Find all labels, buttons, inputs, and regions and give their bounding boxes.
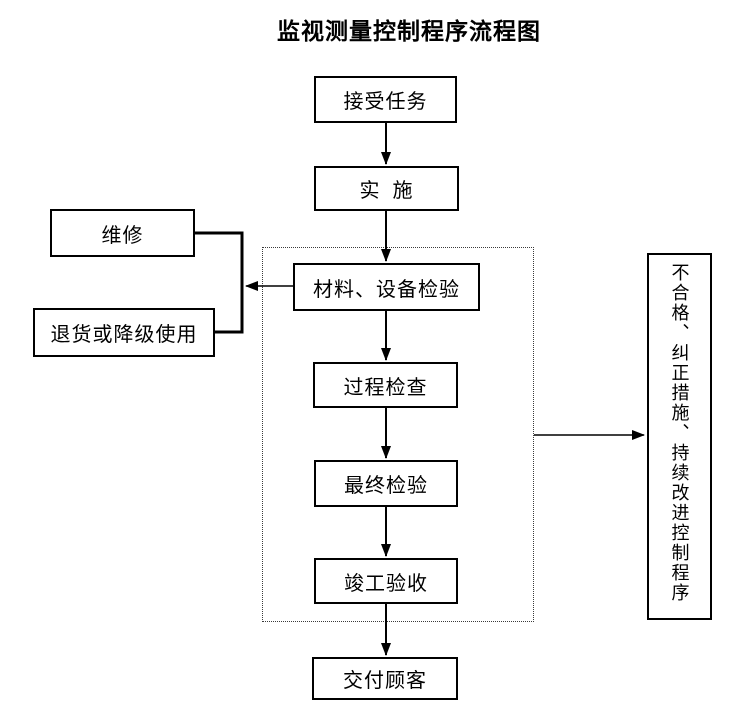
node-deliver-to-customer: 交付顾客	[312, 657, 458, 700]
node-material-equipment-inspection: 材料、设备检验	[293, 263, 480, 311]
inspection-stage-region	[262, 247, 534, 622]
node-nonconforming-control-panel: 不合格、纠正措施、持续改进控制程序	[647, 253, 712, 620]
node-process-check: 过程检查	[313, 362, 458, 408]
page-title: 监视测量控制程序流程图	[277, 18, 541, 44]
node-accept-task: 接受任务	[314, 76, 457, 123]
node-completion-acceptance: 竣工验收	[314, 558, 458, 604]
node-final-inspection: 最终检验	[314, 460, 458, 507]
node-return-or-downgrade: 退货或降级使用	[33, 308, 215, 357]
node-repair: 维修	[50, 209, 195, 257]
node-implement: 实 施	[314, 166, 459, 211]
